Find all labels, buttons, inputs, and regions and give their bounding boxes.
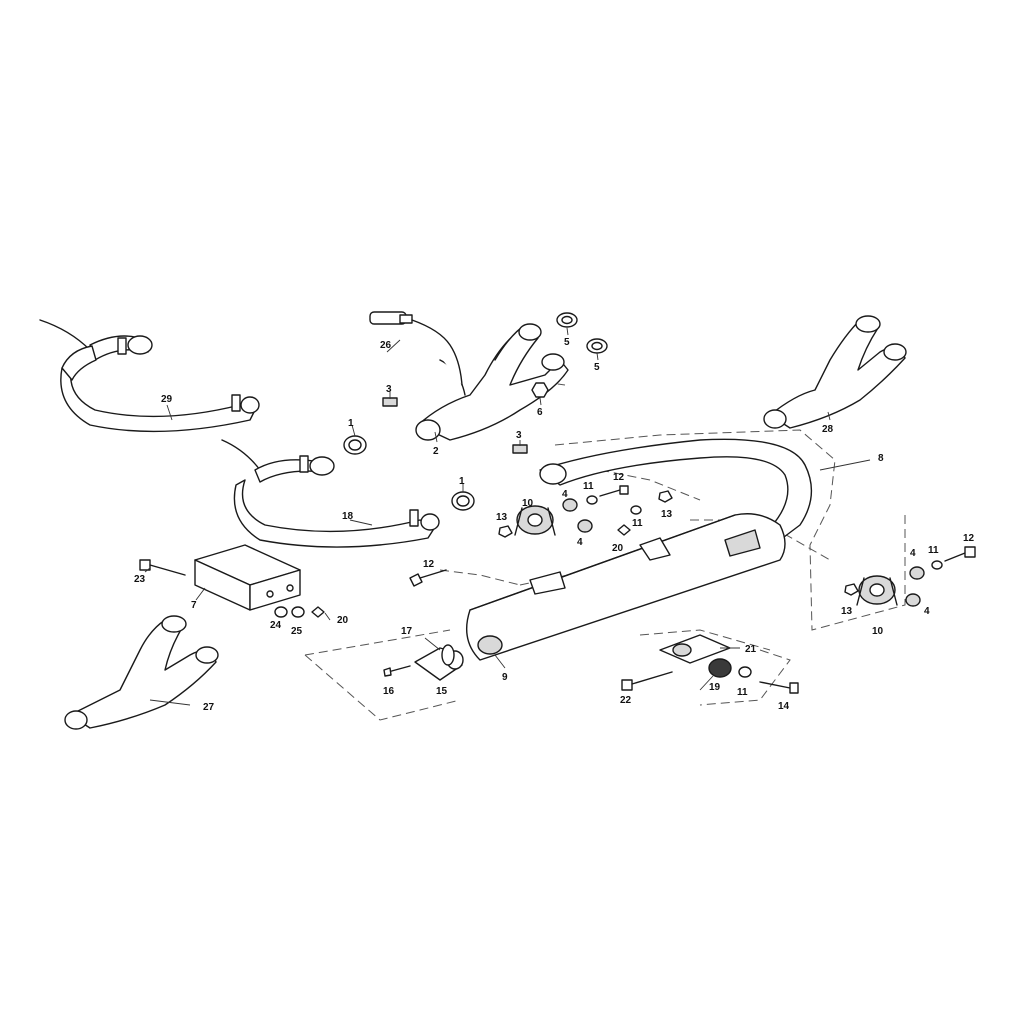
washer-25 <box>291 606 305 618</box>
callout-13c: 13 <box>841 606 853 617</box>
callout-10b: 10 <box>872 626 884 637</box>
bolt-22 <box>621 671 673 691</box>
exhaust-collector-2 <box>415 323 569 441</box>
callout-18: 18 <box>342 511 354 522</box>
assembly-guide-lines <box>304 379 906 721</box>
callout-4b: 4 <box>577 537 583 548</box>
callout-27: 27 <box>203 702 215 713</box>
callout-24: 24 <box>270 620 282 631</box>
rubber-mount-10b <box>856 575 898 606</box>
callout-labels: 1 1 2 3 3 4 4 4 4 5 5 6 7 8 9 10 10 11 1… <box>134 337 975 713</box>
spacer-4a <box>562 498 578 512</box>
callout-2: 2 <box>433 446 439 457</box>
callout-1a: 1 <box>348 418 354 429</box>
nut-20a <box>311 606 325 618</box>
callout-5b: 5 <box>594 362 600 373</box>
nut-20b <box>617 524 631 536</box>
screw-16 <box>383 665 411 677</box>
callout-4d: 4 <box>924 606 930 617</box>
nut-6 <box>531 382 549 398</box>
callout-26: 26 <box>380 340 392 351</box>
gasket-ring-1b <box>451 491 475 511</box>
callout-21: 21 <box>745 644 757 655</box>
bolt-23 <box>139 559 186 576</box>
washer-11a <box>586 495 598 505</box>
bolt-12a <box>409 569 447 587</box>
nut-13b <box>658 490 673 503</box>
gasket-5b <box>586 338 608 354</box>
callout-6: 6 <box>537 407 543 418</box>
end-cap-15 <box>414 647 464 681</box>
rubber-mount-10a <box>514 505 556 536</box>
rear-exhaust-pipe-18 <box>221 439 440 548</box>
exhaust-collector-27 <box>64 615 219 730</box>
callout-12b: 12 <box>423 559 435 570</box>
callout-11a: 11 <box>583 481 594 492</box>
callout-12a: 12 <box>613 472 625 483</box>
callout-25: 25 <box>291 626 303 637</box>
callout-16: 16 <box>383 686 395 697</box>
callout-11d: 11 <box>737 687 748 698</box>
callout-13b: 13 <box>661 509 673 520</box>
callout-11c: 11 <box>928 545 939 556</box>
callout-19: 19 <box>709 682 721 693</box>
washer-11c <box>931 560 943 570</box>
spring-3a <box>382 397 398 407</box>
damper-19 <box>708 658 732 678</box>
callout-3b: 3 <box>516 430 522 441</box>
link-pipe-8 <box>539 438 813 541</box>
callout-7: 7 <box>191 600 197 611</box>
callout-1b: 1 <box>459 476 465 487</box>
spacer-4b <box>577 519 593 533</box>
nut-13a <box>498 525 513 538</box>
callout-4a: 4 <box>562 489 568 500</box>
callout-12c: 12 <box>963 533 975 544</box>
spacer-4d <box>905 593 921 607</box>
bolt-12b <box>599 485 629 497</box>
gasket-ring-1a <box>343 435 367 455</box>
callout-23: 23 <box>134 574 146 585</box>
callout-13a: 13 <box>496 512 508 523</box>
callout-10a: 10 <box>522 498 534 509</box>
callout-14: 14 <box>778 701 790 712</box>
bolt-12c <box>944 546 976 562</box>
callout-5a: 5 <box>564 337 570 348</box>
bracket-7 <box>194 544 301 611</box>
callout-29: 29 <box>161 394 173 405</box>
callout-3a: 3 <box>386 384 392 395</box>
washer-11d <box>738 666 752 678</box>
callout-8: 8 <box>878 453 884 464</box>
exhaust-collector-28 <box>763 315 907 429</box>
callout-9: 9 <box>502 672 508 683</box>
callout-17: 17 <box>401 626 413 637</box>
callout-22: 22 <box>620 695 632 706</box>
front-exhaust-pipe-29 <box>39 319 260 433</box>
spacer-4c <box>909 566 925 580</box>
callout-28: 28 <box>822 424 834 435</box>
muffler-9 <box>466 513 786 661</box>
nut-13c <box>844 583 859 596</box>
callout-15: 15 <box>436 686 448 697</box>
spring-3b <box>512 444 528 454</box>
washer-11b <box>630 505 642 515</box>
oxygen-sensor-26 <box>369 311 463 386</box>
callout-4c: 4 <box>910 548 916 559</box>
callout-20a: 20 <box>337 615 349 626</box>
callout-20b: 20 <box>612 543 624 554</box>
washer-24 <box>274 606 288 618</box>
callout-11b: 11 <box>632 518 643 529</box>
gasket-17 <box>441 644 455 666</box>
callout-leaders <box>144 327 871 706</box>
bolt-14 <box>759 681 799 694</box>
gasket-5a <box>556 312 578 328</box>
